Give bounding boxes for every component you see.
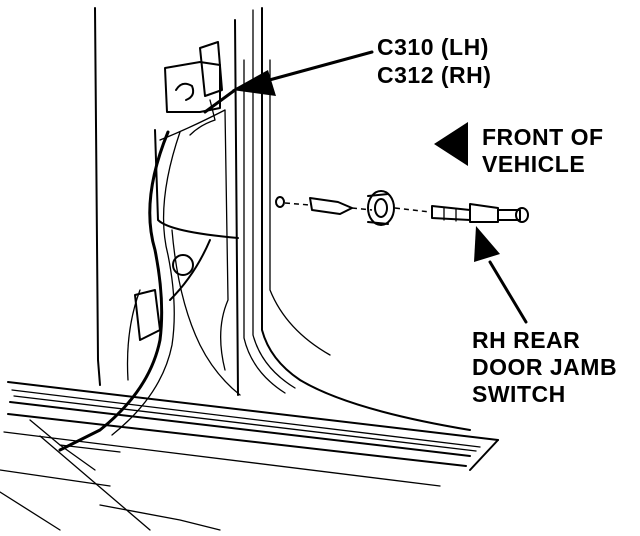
jamb-switch-exploded [284, 190, 529, 226]
connector-label-lh: C310 (LH) [377, 34, 489, 60]
connector-c310 [164, 41, 237, 136]
door-seal [58, 130, 194, 452]
switch-leader-arrow [474, 226, 528, 324]
mounting-hole [275, 196, 285, 208]
connector-label-rh: C312 (RH) [377, 62, 491, 88]
front-of-vehicle-label-1: FRONT OF [482, 124, 604, 150]
floor-sill [0, 381, 499, 531]
front-arrow-icon [434, 122, 468, 166]
switch-label-2: DOOR JAMB [472, 354, 617, 380]
switch-label-3: SWITCH [472, 381, 566, 407]
connector-leader-arrow [232, 50, 374, 96]
switch-label-1: RH REAR [472, 327, 580, 353]
b-pillar [94, 7, 471, 431]
front-of-vehicle-label-2: VEHICLE [482, 151, 585, 177]
